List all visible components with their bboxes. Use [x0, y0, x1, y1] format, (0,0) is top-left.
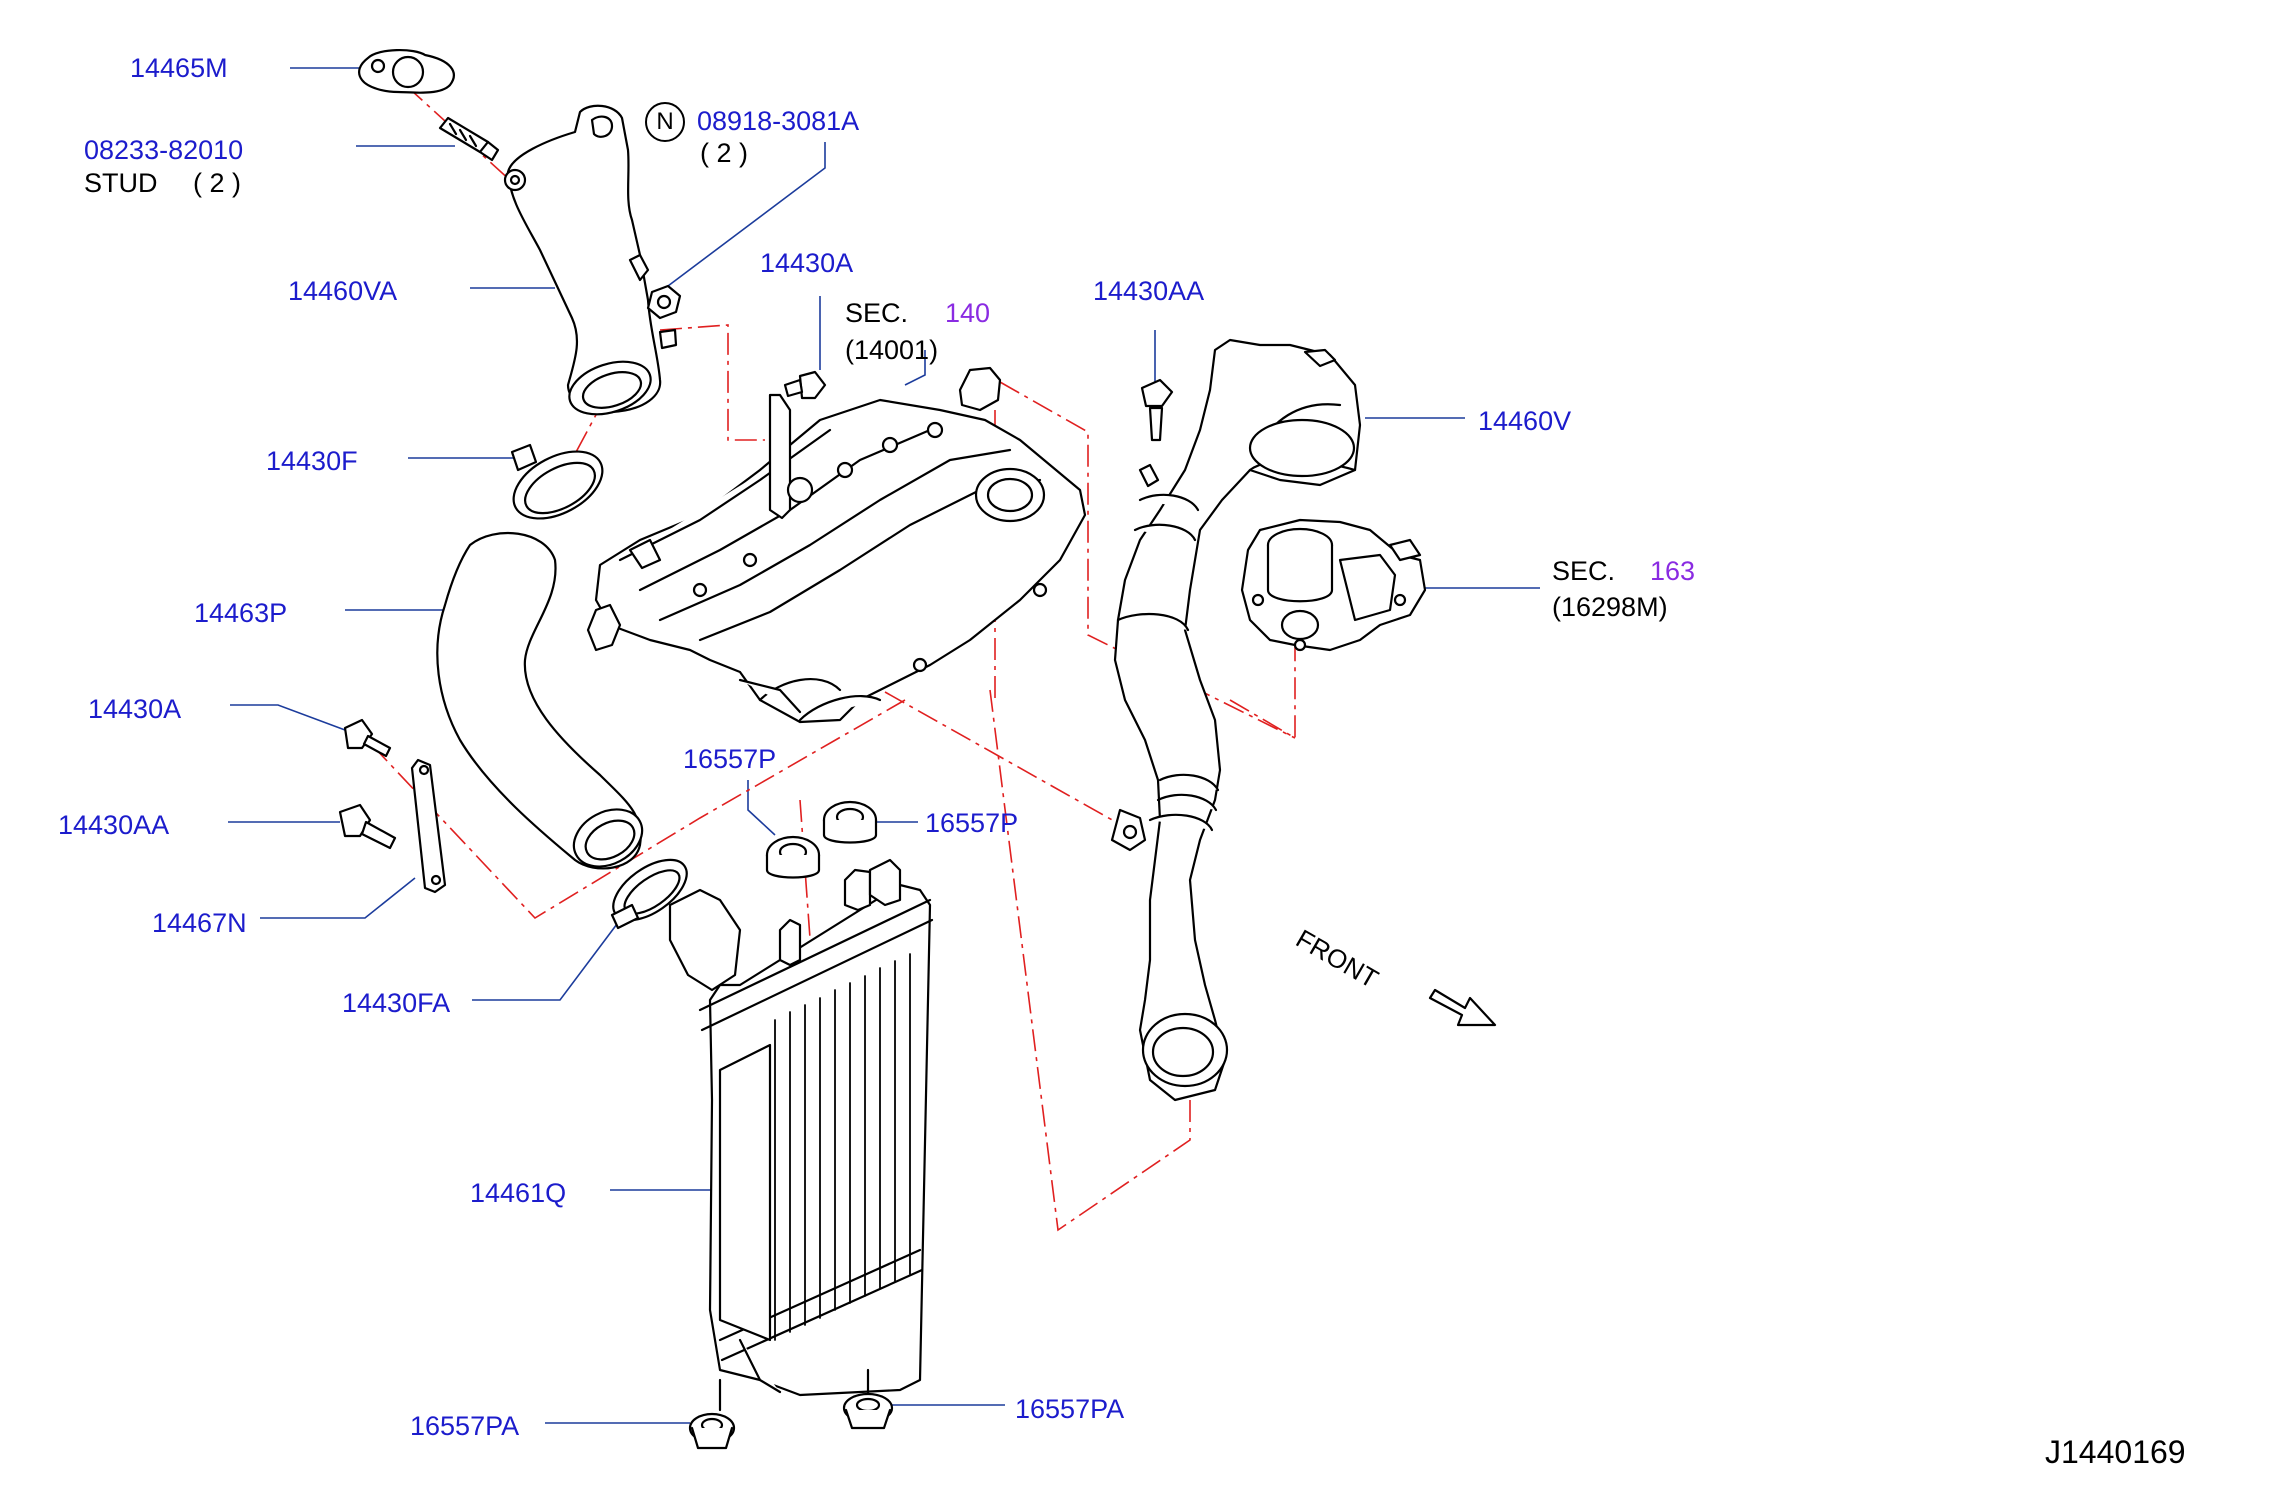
label-14430A-top: 14430A [760, 248, 854, 278]
label-sec140-prefix: SEC. [845, 298, 909, 328]
front-arrow-icon [1428, 988, 1497, 1027]
label-16557PA-left: 16557PA [410, 1411, 520, 1441]
grommet-16557P-left [765, 835, 821, 879]
grommet-16557PA-left [688, 1378, 736, 1450]
bracket-14467N [410, 758, 447, 894]
leader-lines [228, 67, 1540, 1424]
label-sec163-prefix: SEC. [1552, 556, 1616, 586]
label-14430FA: 14430FA [342, 988, 451, 1018]
label-sec140-number: 140 [945, 298, 991, 328]
label-14430AA-left: 14430AA [58, 810, 170, 840]
pipe-14460VA [503, 104, 678, 416]
label-14465M: 14465M [130, 53, 228, 83]
label-16557P-right: 16557P [925, 808, 1019, 838]
label-sec163-ref: (16298M) [1552, 592, 1668, 622]
drawing-id: J1440169 [2045, 1434, 2186, 1470]
gasket-14465M [358, 49, 455, 94]
label-sec163-number: 163 [1650, 556, 1696, 586]
hose-14463P [436, 531, 644, 870]
label-14461Q: 14461Q [470, 1178, 567, 1208]
stud-08233-82010 [438, 116, 500, 162]
part-outlines [338, 49, 1497, 1450]
bolt-14430AA-left [338, 803, 397, 850]
label-sec140-ref: (14001) [845, 335, 939, 365]
label-14460V: 14460V [1478, 406, 1572, 436]
bolt-14430A-left [343, 718, 392, 758]
bolt-14430AA-top [1140, 378, 1174, 442]
label-nut-qty: ( 2 ) [700, 138, 749, 168]
clamp-14430FA [610, 858, 688, 930]
nut-08918-3081A [646, 284, 682, 320]
grommet-16557P-right [822, 800, 878, 844]
label-16557P-left: 16557P [683, 744, 777, 774]
nut-marker-n: N [645, 102, 685, 142]
label-16557PA-right: 16557PA [1015, 1394, 1125, 1424]
label-14430F: 14430F [266, 446, 358, 476]
bolt-14430A-top [783, 370, 827, 400]
pipe-14460V [1110, 338, 1362, 1102]
intake-manifold-sec140 [586, 366, 1087, 724]
label-14463P: 14463P [194, 598, 288, 628]
label-14467N: 14467N [152, 908, 247, 938]
label-14430AA-top: 14430AA [1093, 276, 1205, 306]
label-14430A-left: 14430A [88, 694, 182, 724]
intercooler-14461Q [668, 858, 934, 1397]
label-14460VA: 14460VA [288, 276, 398, 306]
label-stud: STUD [84, 168, 158, 198]
label-08918-3081A: 08918-3081A [697, 106, 860, 136]
clamp-14430F [510, 443, 604, 520]
throttle-body-sec163 [1240, 518, 1427, 652]
label-08233-82010: 08233-82010 [84, 135, 244, 165]
grommet-16557PA-right [842, 1368, 894, 1430]
label-stud-qty: ( 2 ) [193, 168, 242, 198]
